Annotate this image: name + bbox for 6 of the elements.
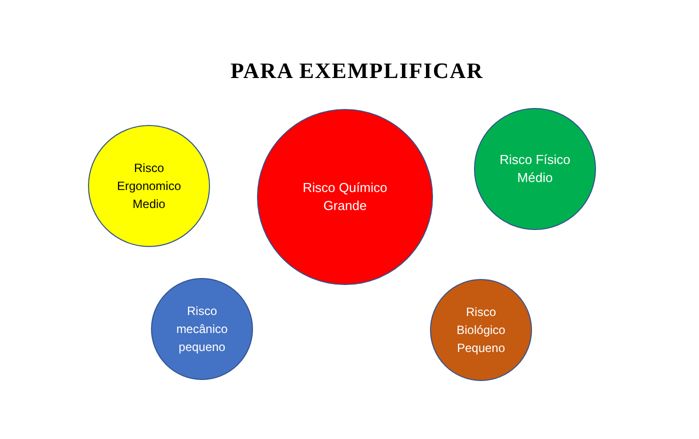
risk-label: Risco mecânico pequeno (175, 303, 229, 356)
risk-label: Risco Químico Grande (302, 179, 388, 215)
risk-label: Risco Ergonomico Medio (116, 160, 182, 213)
risk-label: Risco Físico Médio (498, 151, 572, 187)
diagram-title: PARA EXEMPLIFICAR (229, 58, 485, 84)
risk-label: Risco Biológico Pequeno (456, 304, 506, 357)
